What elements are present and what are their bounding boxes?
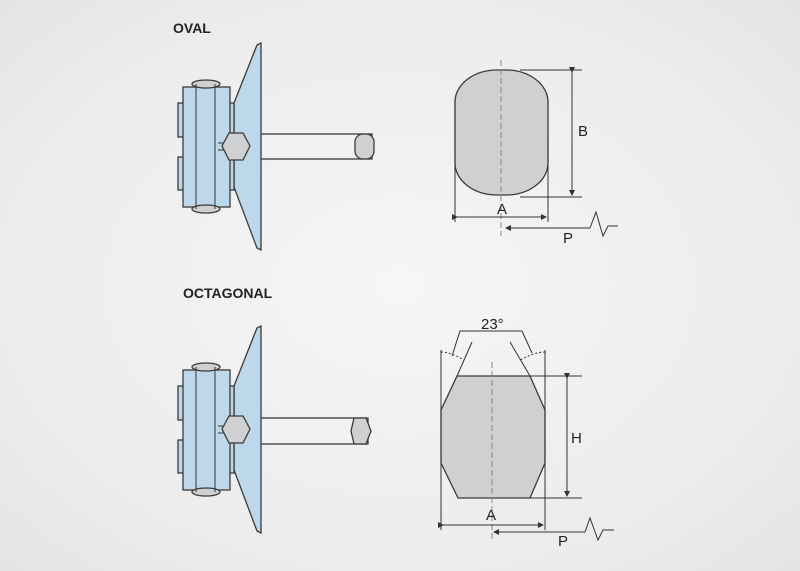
label-h: H [571,430,582,447]
angle-arc [440,351,465,361]
octagonal-title: OCTAGONAL [183,285,273,301]
octagonal-cross-section [440,375,546,499]
oval-ball-joint [221,132,251,161]
octagonal-ball-joint [221,415,251,444]
label-p: P [558,533,568,550]
oval-clamp-assembly [177,41,375,252]
octagonal-section: 23° H A P [438,316,614,550]
label-angle: 23° [481,316,504,333]
label-a: A [486,507,496,524]
label-p: P [563,230,573,247]
angle-arc [519,351,546,361]
octagonal-bolt-head-bottom [191,487,221,497]
break-symbol [589,210,618,238]
oval-bolt-head-top [191,79,221,89]
oval-section: B A P [452,60,618,247]
oval-title: OVAL [173,20,211,36]
label-a: A [497,201,507,218]
octagonal-bolt-head-top [191,362,221,372]
oval-rod-end [354,133,375,160]
angle-extension [456,341,473,377]
octagonal-rod-end [350,417,372,445]
angle-bracket [451,330,533,357]
oval-bolt-head-bottom [191,204,221,214]
angle-extension [509,341,531,377]
octagonal-clamp-assembly [177,324,372,535]
label-b: B [578,123,588,140]
break-symbol [584,516,614,542]
